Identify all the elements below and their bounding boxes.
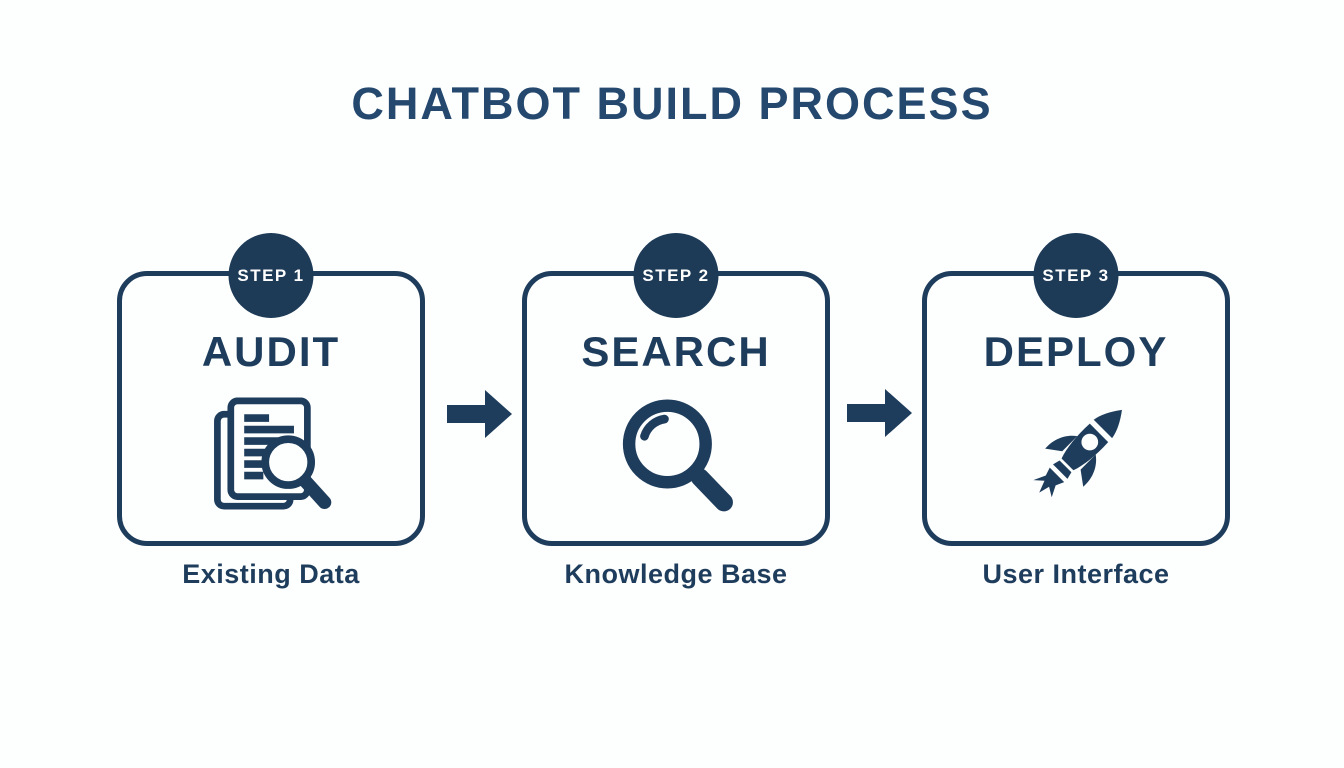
step-caption: Existing Data [182,559,360,589]
right-arrow-icon [447,390,512,438]
step-heading: AUDIT [201,328,341,375]
page-title: CHATBOT BUILD PROCESS [351,78,993,129]
step-card-search: STEP 2 SEARCH [522,233,830,546]
step-badge-label: STEP 3 [1042,265,1110,285]
step-heading: SEARCH [581,328,771,375]
step-caption: User Interface [982,559,1170,589]
right-arrow-icon [847,389,912,437]
step-badge: STEP 2 [633,233,719,318]
step-card-deploy: STEP 3 DEPLOY [922,233,1230,546]
step-badge-label: STEP 1 [237,265,305,285]
step-badge: STEP 1 [228,233,314,318]
step-badge-label: STEP 2 [642,265,710,285]
step-heading: DEPLOY [983,328,1169,375]
step-caption: Knowledge Base [564,559,788,589]
step-card-audit: STEP 1 AUDIT [117,233,425,546]
document-magnifier-icon [122,384,420,524]
rocket-icon [927,384,1225,524]
magnifier-icon [527,384,825,524]
step-badge: STEP 3 [1033,233,1119,318]
